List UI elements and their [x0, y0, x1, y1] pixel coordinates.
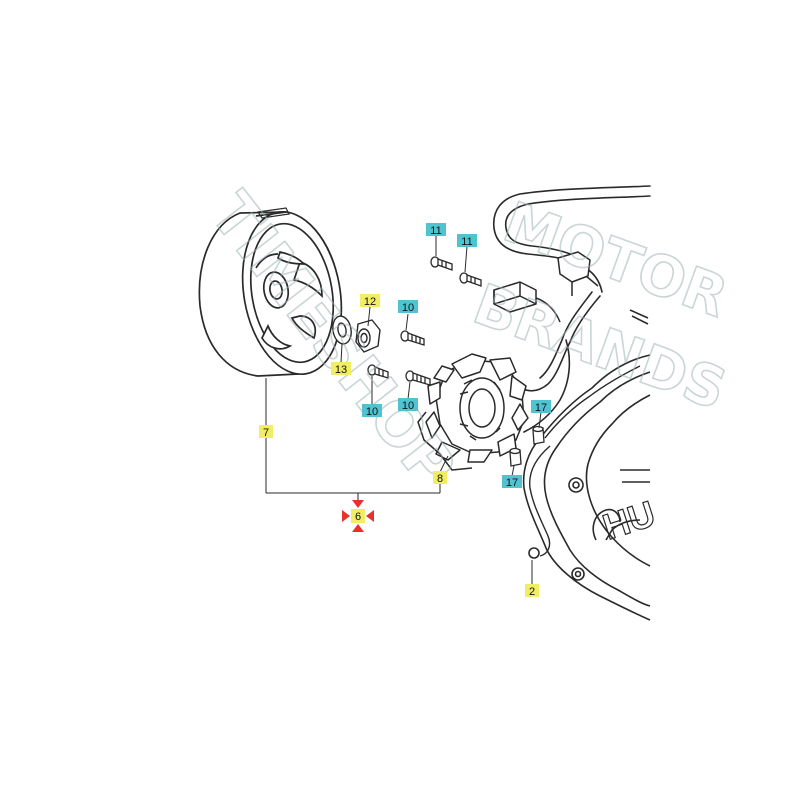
dowel-pin: [532, 425, 545, 445]
stator-bolt: [367, 364, 389, 379]
stator-assembly: [417, 353, 529, 471]
stator-bolt: [405, 370, 431, 386]
callout-10-right-text: 10: [402, 400, 414, 412]
kit-marker-6: 6: [342, 500, 374, 532]
callout-10-left-text: 10: [366, 406, 378, 418]
marker-arrow-up: [352, 500, 364, 508]
callout-labels: 7 8 12 13 2 10 10 10: [259, 223, 551, 598]
pulse-generator-bolt: [430, 256, 453, 271]
callout-10-top-text: 10: [402, 302, 414, 314]
callout-13-text: 13: [335, 364, 347, 376]
left-crankcase-cover: [522, 309, 651, 621]
callout-10-right: 10: [398, 398, 418, 412]
callout-11-left: 11: [426, 223, 446, 237]
callout-10-left: 10: [362, 404, 382, 418]
callout-11-right: 11: [457, 234, 477, 248]
callout-13: 13: [331, 362, 351, 376]
callout-11-left-text: 11: [430, 225, 441, 237]
callout-2: 2: [525, 584, 539, 598]
callout-17-top-text: 17: [535, 402, 547, 414]
callout-8-text: 8: [437, 473, 443, 485]
marker-arrow-down: [352, 524, 364, 532]
pulse-generator-bolt: [459, 272, 482, 287]
flywheel: [198, 207, 343, 377]
stator-wiring-harness: [493, 185, 651, 433]
callout-12-text: 12: [364, 296, 376, 308]
cover-gasket: [529, 365, 641, 557]
stator-bolt: [400, 330, 425, 346]
callout-11-right-text: 11: [461, 236, 472, 248]
marker-arrow-right: [366, 510, 374, 522]
callout-6-text: 6: [355, 511, 361, 523]
flywheel-nut: [355, 319, 381, 353]
callout-7-text: 7: [263, 427, 269, 439]
dowel-pin: [509, 447, 522, 467]
callout-8: 8: [433, 471, 447, 485]
leader-lines: [265, 236, 542, 584]
marker-arrow-left: [342, 510, 350, 522]
callout-12: 12: [360, 294, 380, 308]
cover-lettering: HU: [598, 493, 660, 548]
pulse-generator: [493, 251, 599, 323]
callout-17-bottom-text: 17: [506, 477, 518, 489]
flywheel-washer: [332, 315, 352, 345]
callout-2-text: 2: [529, 586, 535, 598]
callout-17-top: 17: [531, 400, 551, 414]
callout-17-bottom: 17: [502, 475, 522, 489]
callout-7: 7: [259, 425, 273, 439]
callout-10-top: 10: [398, 300, 418, 314]
